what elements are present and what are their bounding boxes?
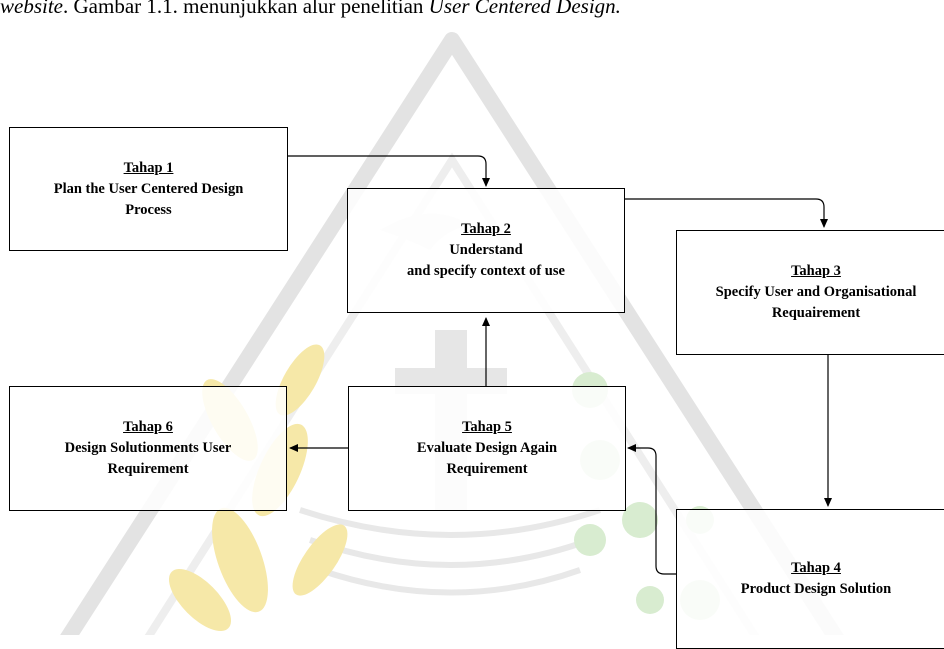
arrow-2-to-3 <box>625 198 828 228</box>
intro-body: . Gambar 1.1. menunjukkan alur penelitia… <box>63 0 429 18</box>
stage-box-4: Tahap 4 Product Design Solution <box>676 509 944 649</box>
stage-label: Tahap 4 <box>791 560 841 576</box>
stage-text: Design Solutionments User <box>64 440 232 456</box>
stage-box-2: Tahap 2 Understand and specify context o… <box>347 188 625 313</box>
stage-label: Tahap 6 <box>123 419 173 435</box>
stage-text: Requirement <box>107 461 189 477</box>
stage-text: and specify context of use <box>407 263 565 279</box>
stage-text: Specify User and Organisational <box>715 284 917 300</box>
intro-text: website. Gambar 1.1. menunjukkan alur pe… <box>0 0 944 26</box>
intro-ucd: User Centered Design. <box>428 0 621 18</box>
stage-label: Tahap 3 <box>791 263 841 279</box>
stage-label: Tahap 1 <box>123 159 174 176</box>
arrow-4-to-5 <box>627 444 676 575</box>
stage-text: Understand <box>449 242 523 258</box>
arrow-1-to-2 <box>288 155 490 187</box>
flow-connectors <box>288 155 832 575</box>
stage-text: Requirement <box>446 461 528 477</box>
stage-box-3: Tahap 3 Specify User and Organisational … <box>676 230 944 355</box>
stage-box-5: Tahap 5 Evaluate Design Again Requiremen… <box>348 386 626 511</box>
intro-website: website <box>0 0 63 18</box>
stage-text: Product Design Solution <box>740 581 892 597</box>
stage-box-1: Tahap 1 Plan the User Centered Design Pr… <box>9 127 288 251</box>
stage-text: Requairement <box>771 305 861 321</box>
stage-text: Process <box>125 201 172 218</box>
stage-label: Tahap 2 <box>461 221 511 237</box>
stage-text: Evaluate Design Again <box>416 440 558 456</box>
stage-box-6: Tahap 6 Design Solutionments User Requir… <box>9 386 287 511</box>
stage-text: Plan the User Centered Design <box>53 180 244 197</box>
stage-label: Tahap 5 <box>462 419 512 435</box>
